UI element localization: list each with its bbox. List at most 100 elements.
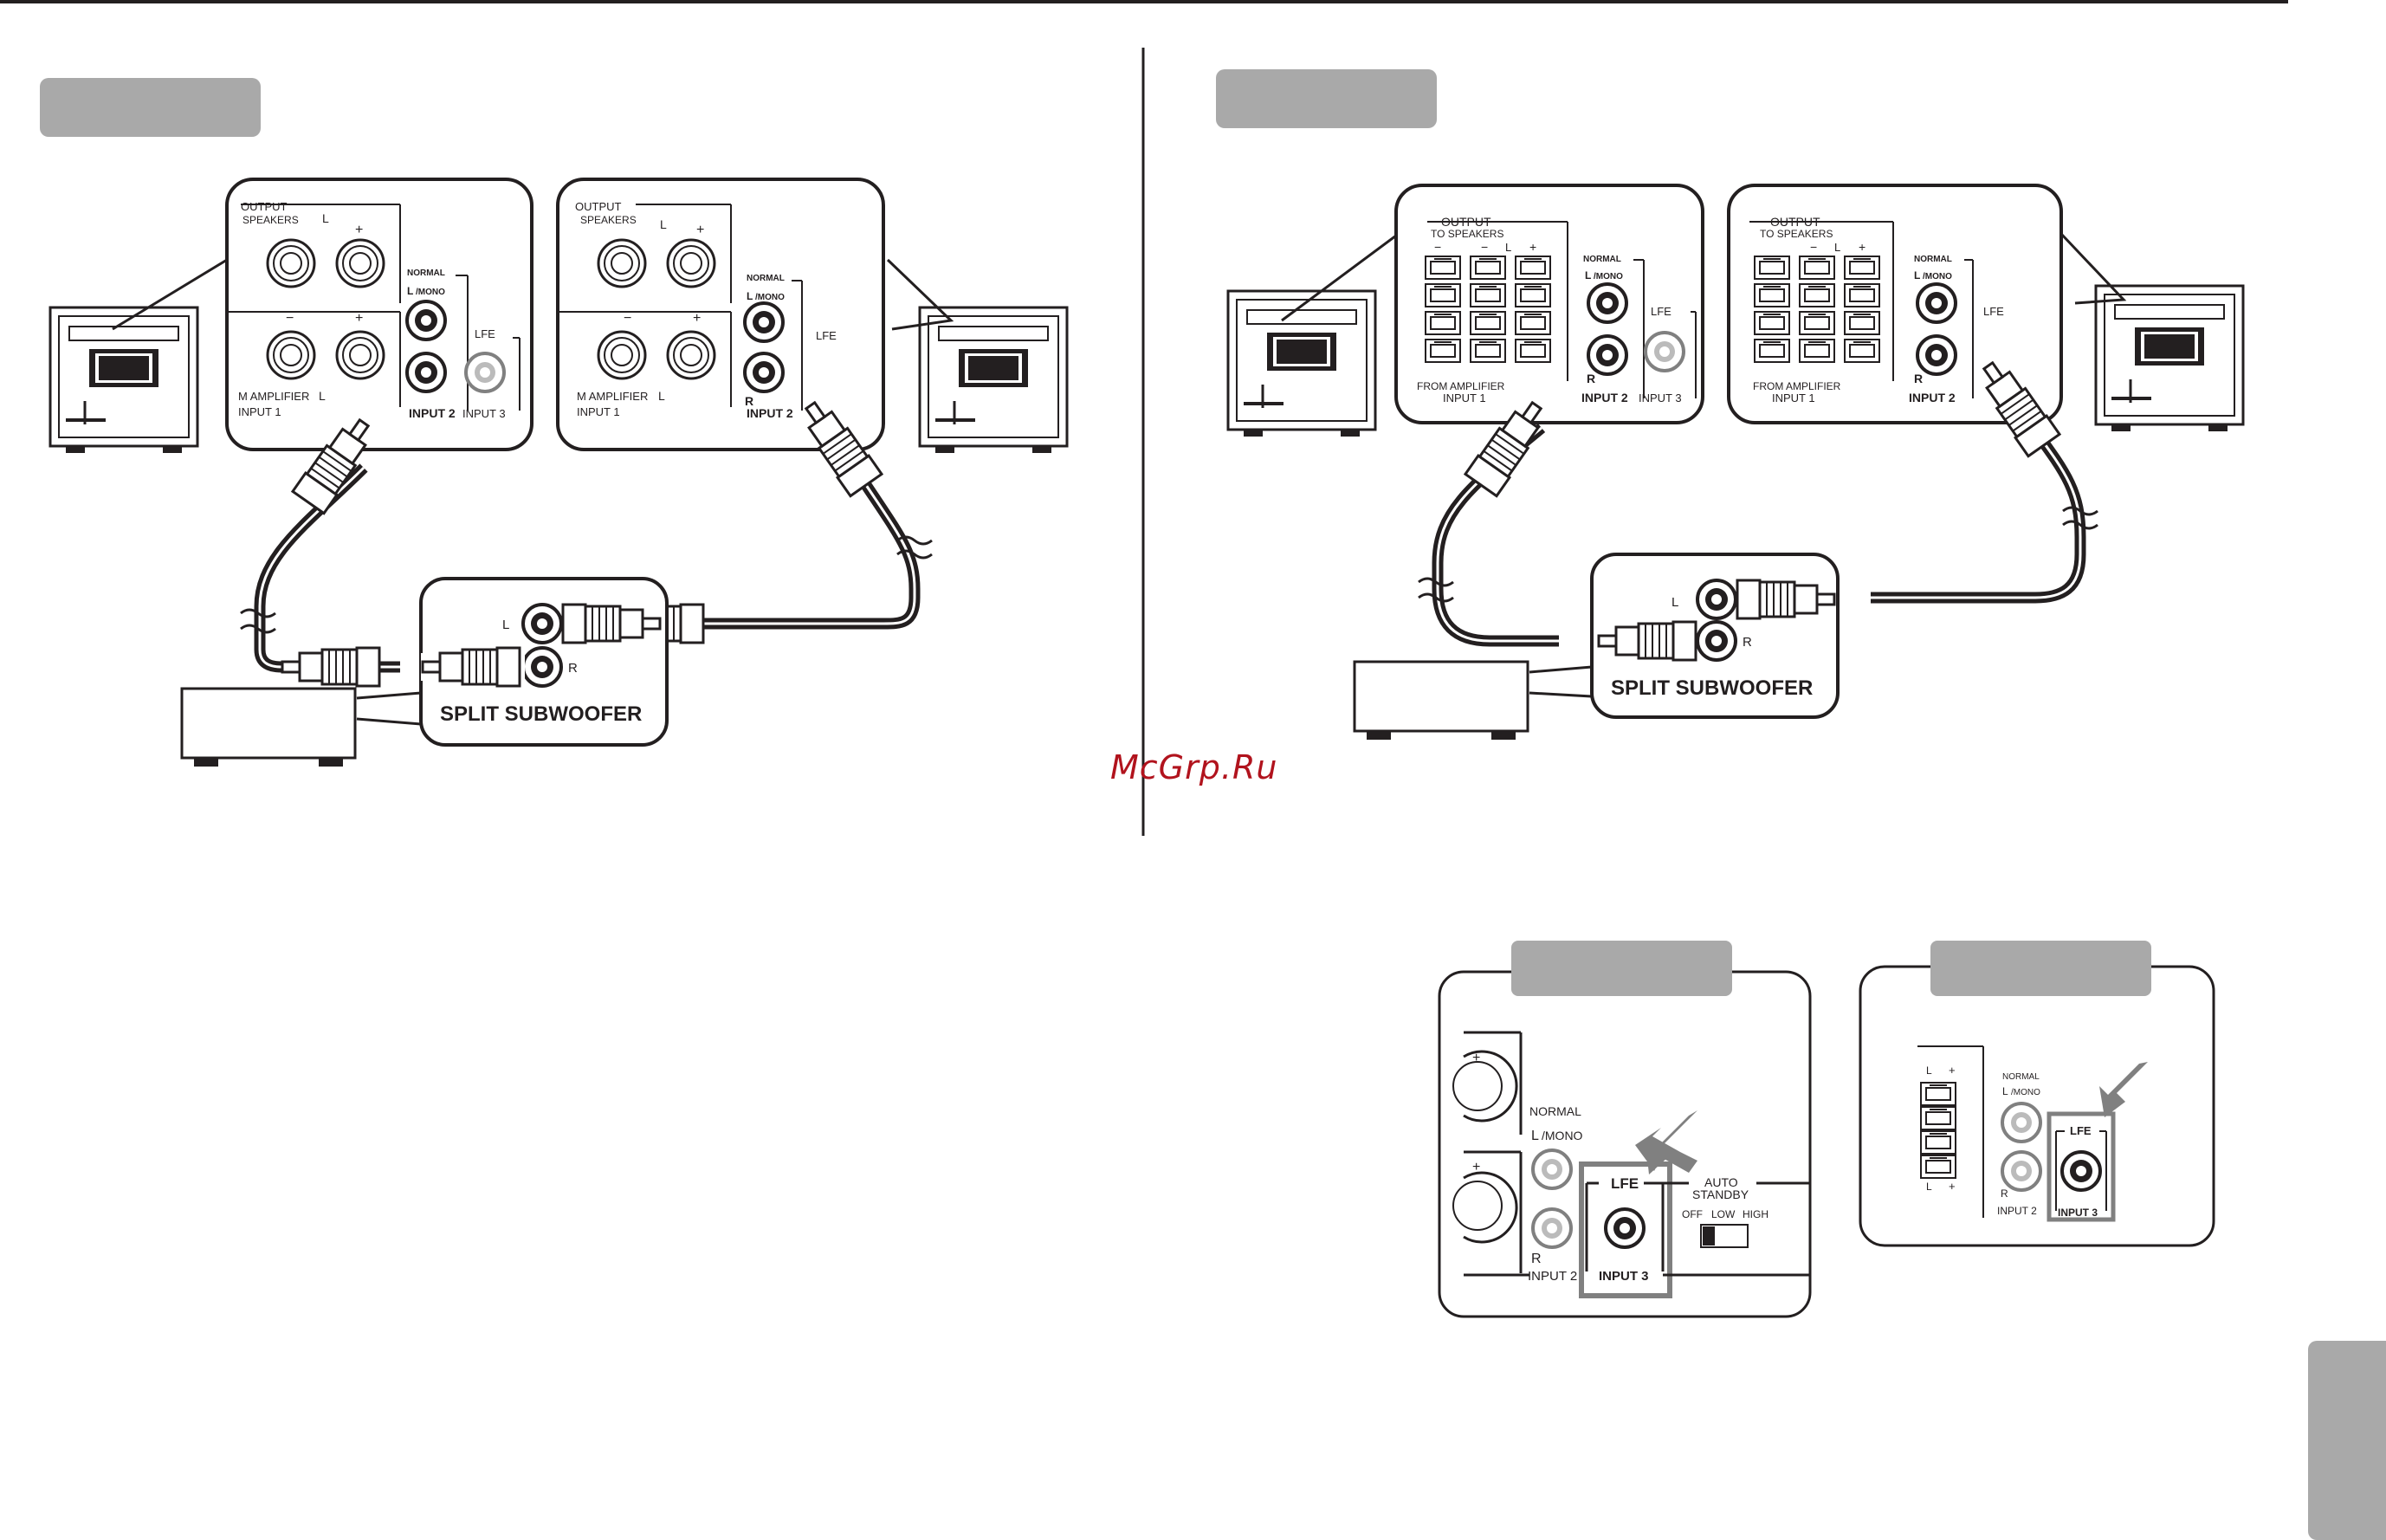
svg-text:LFE: LFE	[1611, 1175, 1639, 1192]
svg-text:R: R	[1587, 372, 1595, 385]
svg-text:INPUT 3: INPUT 3	[1639, 391, 1682, 404]
svg-text:INPUT 1: INPUT 1	[238, 405, 281, 418]
svg-text:+: +	[1949, 1064, 1956, 1077]
svg-text:−: −	[1810, 240, 1817, 254]
svg-text:L: L	[322, 211, 329, 225]
svg-text:L: L	[747, 290, 753, 302]
svg-text:M AMPLIFIER: M AMPLIFIER	[238, 390, 309, 403]
svg-text:INPUT 2: INPUT 2	[1528, 1269, 1577, 1284]
svg-text:/MONO: /MONO	[1542, 1129, 1583, 1142]
svg-text:L: L	[2002, 1085, 2008, 1097]
svg-text:FROM AMPLIFIER: FROM AMPLIFIER	[1753, 380, 1841, 392]
svg-text:+: +	[1472, 1051, 1480, 1065]
svg-text:+: +	[1529, 240, 1536, 254]
svg-text:NORMAL: NORMAL	[747, 274, 785, 283]
svg-text:OUTPUT: OUTPUT	[1770, 215, 1820, 229]
svg-text:INPUT 3: INPUT 3	[1599, 1269, 1649, 1284]
svg-text:+: +	[355, 311, 363, 326]
svg-text:TO SPEAKERS: TO SPEAKERS	[1760, 228, 1833, 240]
svg-text:NORMAL: NORMAL	[407, 269, 445, 278]
svg-text:−: −	[624, 311, 631, 326]
svg-text:L: L	[1531, 1129, 1539, 1143]
right-header-tab	[1216, 69, 1437, 128]
svg-text:L: L	[1505, 241, 1511, 254]
svg-text:INPUT 3: INPUT 3	[462, 407, 506, 420]
watermark-text: McGrp.Ru	[1110, 748, 1278, 786]
svg-text:INPUT 2: INPUT 2	[1581, 391, 1628, 404]
svg-text:/MONO: /MONO	[416, 288, 445, 297]
right-right-speaker-box	[2094, 284, 2245, 433]
lfe-highlight-b	[2047, 1111, 2116, 1222]
svg-text:SPEAKERS: SPEAKERS	[242, 214, 299, 226]
svg-text:+: +	[1949, 1180, 1956, 1193]
svg-text:+: +	[1859, 240, 1865, 254]
svg-text:LOW: LOW	[1711, 1208, 1736, 1220]
right-diagram: OUTPUT TO SPEAKERS − − L + FROM AMPLIFIE…	[1226, 184, 2245, 741]
svg-text:INPUT 1: INPUT 1	[577, 405, 620, 418]
svg-text:LFE: LFE	[475, 327, 495, 340]
svg-text:LFE: LFE	[2070, 1124, 2092, 1137]
svg-text:+: +	[355, 223, 363, 237]
svg-text:L: L	[1926, 1064, 1932, 1077]
svg-text:STANDBY: STANDBY	[1692, 1187, 1749, 1201]
svg-text:HIGH: HIGH	[1743, 1208, 1768, 1220]
svg-text:R: R	[2001, 1187, 2008, 1200]
svg-text:/MONO: /MONO	[1594, 272, 1623, 281]
svg-text:L: L	[1926, 1181, 1932, 1193]
svg-text:−: −	[1434, 240, 1441, 254]
svg-text:INPUT 2: INPUT 2	[747, 406, 793, 420]
svg-text:L: L	[1671, 595, 1678, 610]
svg-text:OUTPUT: OUTPUT	[1441, 215, 1491, 229]
svg-text:+: +	[693, 311, 701, 326]
detail-b-header-tab	[1930, 941, 2151, 996]
svg-text:R: R	[1743, 635, 1752, 650]
svg-text:NORMAL: NORMAL	[1529, 1104, 1581, 1118]
left-amplifier	[180, 687, 357, 768]
svg-text:NORMAL: NORMAL	[1914, 255, 1952, 264]
svg-text:+: +	[696, 223, 704, 237]
svg-text:TO SPEAKERS: TO SPEAKERS	[1431, 228, 1503, 240]
svg-text:R: R	[745, 394, 753, 408]
right-panel-2	[1727, 184, 2063, 424]
svg-text:−: −	[1481, 240, 1488, 254]
svg-text:M AMPLIFIER: M AMPLIFIER	[577, 390, 648, 403]
svg-text:INPUT 2: INPUT 2	[409, 406, 456, 420]
split-subwoofer-label-right: SPLIT SUBWOOFER	[1611, 676, 1813, 700]
left-header-tab	[40, 78, 261, 137]
split-subwoofer-label-left: SPLIT SUBWOOFER	[440, 702, 642, 726]
right-amplifier	[1353, 660, 1529, 741]
svg-text:R: R	[568, 661, 578, 676]
svg-text:L: L	[502, 618, 509, 632]
svg-text:R: R	[1531, 1252, 1542, 1266]
left-diagram: OUTPUT SPEAKERS L + − + M AMPLIFIER INPU…	[48, 178, 1069, 768]
svg-text:INPUT 1: INPUT 1	[1772, 391, 1815, 404]
lfe-highlight-a	[1579, 1161, 1672, 1298]
svg-text:INPUT 2: INPUT 2	[1997, 1205, 2037, 1217]
svg-text:R: R	[1914, 372, 1923, 385]
left-speaker-box	[48, 306, 199, 455]
right-speaker-box	[918, 306, 1069, 455]
svg-text:−: −	[286, 311, 294, 326]
svg-text:OFF: OFF	[1682, 1208, 1703, 1220]
svg-text:LFE: LFE	[816, 329, 837, 342]
svg-text:AUTO: AUTO	[1704, 1175, 1738, 1189]
right-left-speaker-box	[1226, 289, 1377, 438]
svg-text:SPEAKERS: SPEAKERS	[580, 214, 637, 226]
svg-text:L: L	[1834, 241, 1840, 254]
detail-a-header-tab	[1511, 941, 1732, 996]
svg-text:INPUT 3: INPUT 3	[2058, 1207, 2098, 1219]
svg-text:OUTPUT: OUTPUT	[575, 200, 622, 213]
svg-text:NORMAL: NORMAL	[1583, 255, 1621, 264]
svg-text:L: L	[407, 285, 413, 297]
svg-text:/MONO: /MONO	[755, 293, 785, 302]
svg-text:/MONO: /MONO	[2011, 1088, 2040, 1097]
svg-text:L: L	[1914, 269, 1920, 281]
output-label: OUTPUT	[241, 200, 288, 213]
svg-text:INPUT 2: INPUT 2	[1909, 391, 1956, 404]
svg-text:INPUT 1: INPUT 1	[1443, 391, 1486, 404]
svg-text:FROM AMPLIFIER: FROM AMPLIFIER	[1417, 380, 1505, 392]
svg-text:LFE: LFE	[1983, 305, 2004, 318]
svg-text:+: +	[1472, 1160, 1480, 1174]
svg-text:LFE: LFE	[1651, 305, 1671, 318]
